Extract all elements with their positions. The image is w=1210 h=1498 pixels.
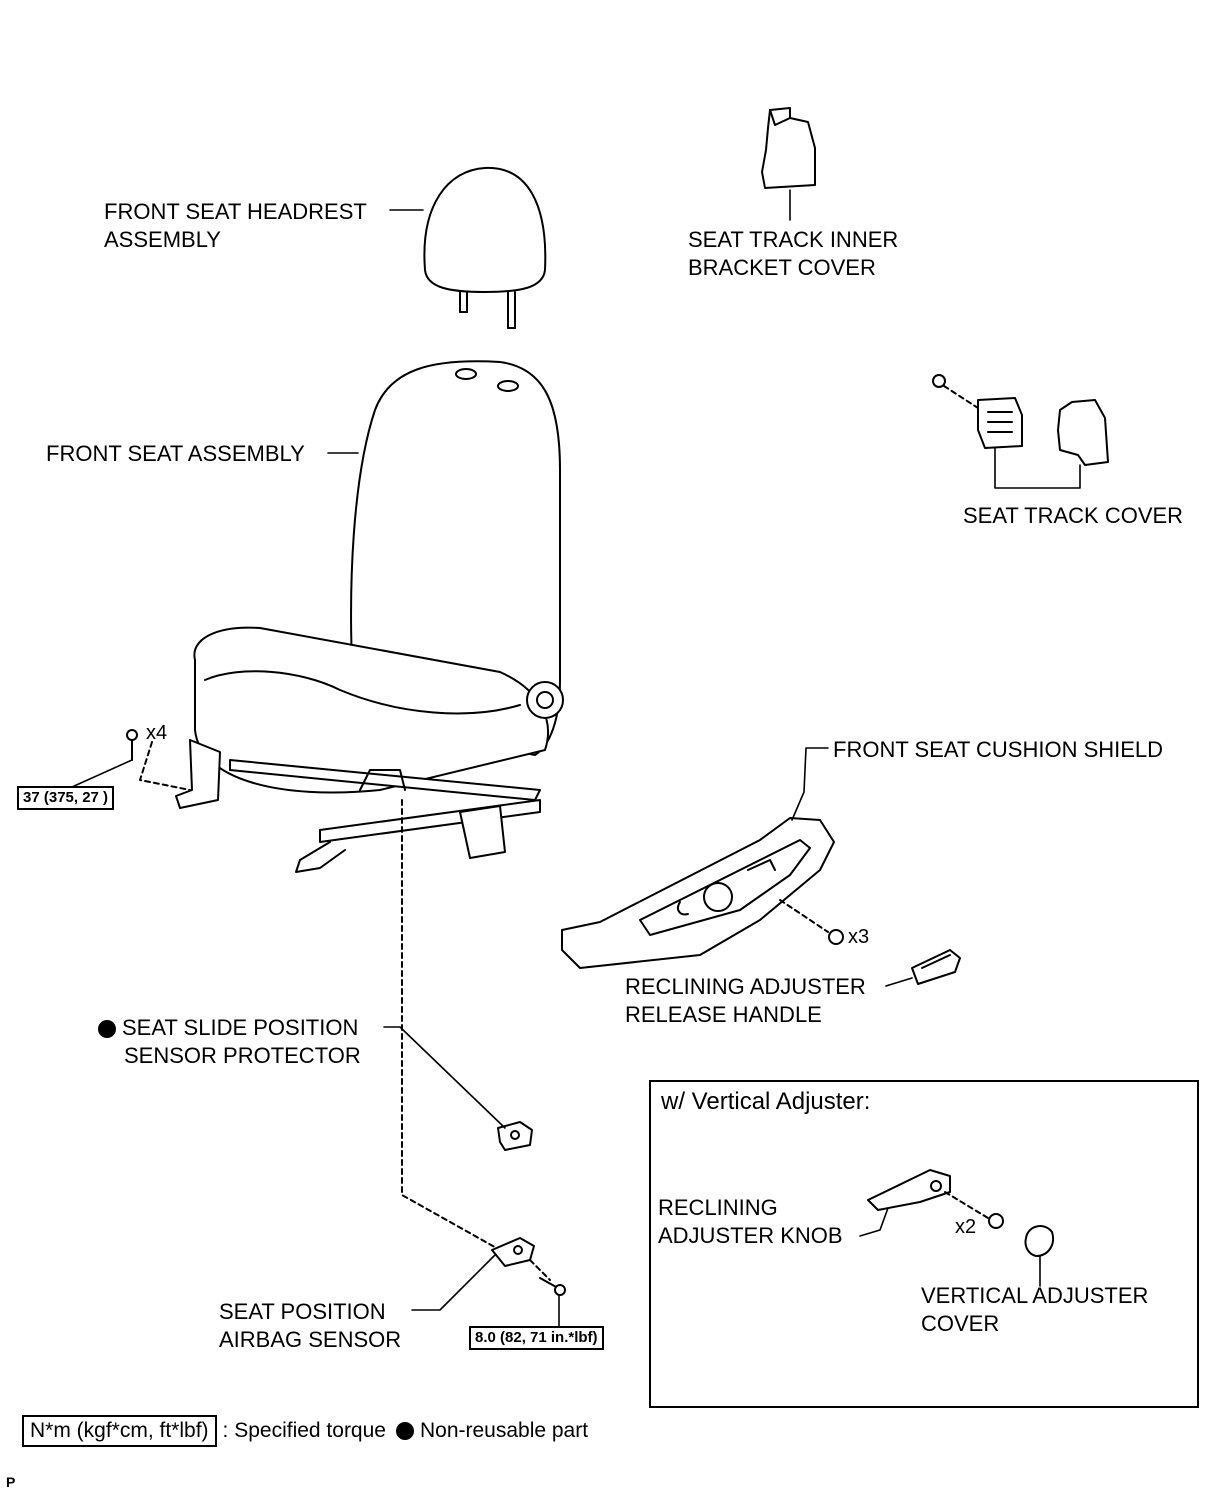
legend-torque-text: : Specified torque: [222, 1419, 386, 1442]
label-sensor-protector: SEAT SLIDE POSITION SENSOR PROTECTOR: [98, 1014, 361, 1070]
inset-title: w/ Vertical Adjuster:: [661, 1088, 871, 1115]
label-headrest-line1: FRONT SEAT HEADREST: [104, 199, 367, 224]
non-reusable-dot-icon: [98, 1020, 116, 1039]
sensor-protector-part: [497, 1121, 533, 1151]
vertical-adjuster-inset: w/ Vertical Adjuster:: [649, 1080, 1199, 1408]
label-release-handle: RECLINING ADJUSTER RELEASE HANDLE: [625, 973, 866, 1029]
seat-bolt: [126, 729, 138, 761]
label-release-handle-line1: RECLINING ADJUSTER: [625, 974, 866, 999]
label-inner-bracket-cover-line1: SEAT TRACK INNER: [688, 227, 899, 252]
sensor-guide-line: [401, 799, 501, 1251]
inner-bracket-cover-part: [761, 107, 816, 189]
corner-mark: P: [6, 1474, 16, 1490]
qty-knob-screws: x2: [955, 1216, 977, 1238]
torque-seat-bolts: 37 (375, 27 ): [17, 786, 115, 810]
label-airbag-sensor: SEAT POSITION AIRBAG SENSOR: [219, 1298, 401, 1354]
label-seat-track-cover: SEAT TRACK COVER: [963, 503, 1184, 528]
label-inner-bracket-cover: SEAT TRACK INNER BRACKET COVER: [688, 226, 898, 282]
label-inner-bracket-cover-line2: BRACKET COVER: [688, 255, 876, 280]
label-vertical-cover-line2: COVER: [921, 1311, 1000, 1336]
leader-lines: [71, 189, 1081, 1329]
label-airbag-sensor-line2: AIRBAG SENSOR: [219, 1327, 402, 1352]
seat-track-cover-part: [932, 374, 1109, 466]
qty-shield-screws: x3: [848, 926, 870, 948]
label-adjuster-knob-line2: ADJUSTER KNOB: [658, 1223, 843, 1248]
label-sensor-protector-line2: SENSOR PROTECTOR: [124, 1043, 361, 1068]
legend-nonreusable-text: Non-reusable part: [419, 1419, 589, 1442]
bolt-guide-line: [139, 741, 191, 791]
legend: N*m (kgf*cm, ft*lbf) : Specified torque …: [22, 1414, 588, 1448]
label-vertical-cover-line1: VERTICAL ADJUSTER: [921, 1283, 1149, 1308]
vertical-cover-part: [1024, 1225, 1054, 1257]
headrest-part: [423, 166, 547, 329]
label-headrest-line2: ASSEMBLY: [104, 227, 221, 252]
label-cushion-shield: FRONT SEAT CUSHION SHIELD: [833, 737, 1164, 762]
qty-seat-bolts: x4: [146, 722, 168, 744]
label-adjuster-knob-line1: RECLINING: [658, 1195, 778, 1220]
label-vertical-cover: VERTICAL ADJUSTER COVER: [921, 1282, 1148, 1338]
label-airbag-sensor-line1: SEAT POSITION: [219, 1299, 386, 1324]
front-seat-part: [175, 360, 564, 873]
airbag-sensor-part: [491, 1237, 566, 1296]
cushion-shield-part: [561, 817, 844, 969]
adjuster-knob-part: [867, 1169, 1004, 1229]
legend-non-reusable-dot-icon: [395, 1422, 414, 1440]
label-seat-assembly: FRONT SEAT ASSEMBLY: [46, 441, 305, 466]
legend-torque-box: N*m (kgf*cm, ft*lbf): [22, 1415, 217, 1447]
label-adjuster-knob: RECLINING ADJUSTER KNOB: [658, 1194, 843, 1250]
label-sensor-protector-line1: SEAT SLIDE POSITION: [122, 1015, 359, 1040]
torque-sensor-bolt: 8.0 (82, 71 in.*lbf): [469, 1326, 604, 1350]
label-headrest: FRONT SEAT HEADREST ASSEMBLY: [104, 198, 367, 254]
label-release-handle-line2: RELEASE HANDLE: [625, 1002, 822, 1027]
release-handle-part: [911, 949, 961, 985]
